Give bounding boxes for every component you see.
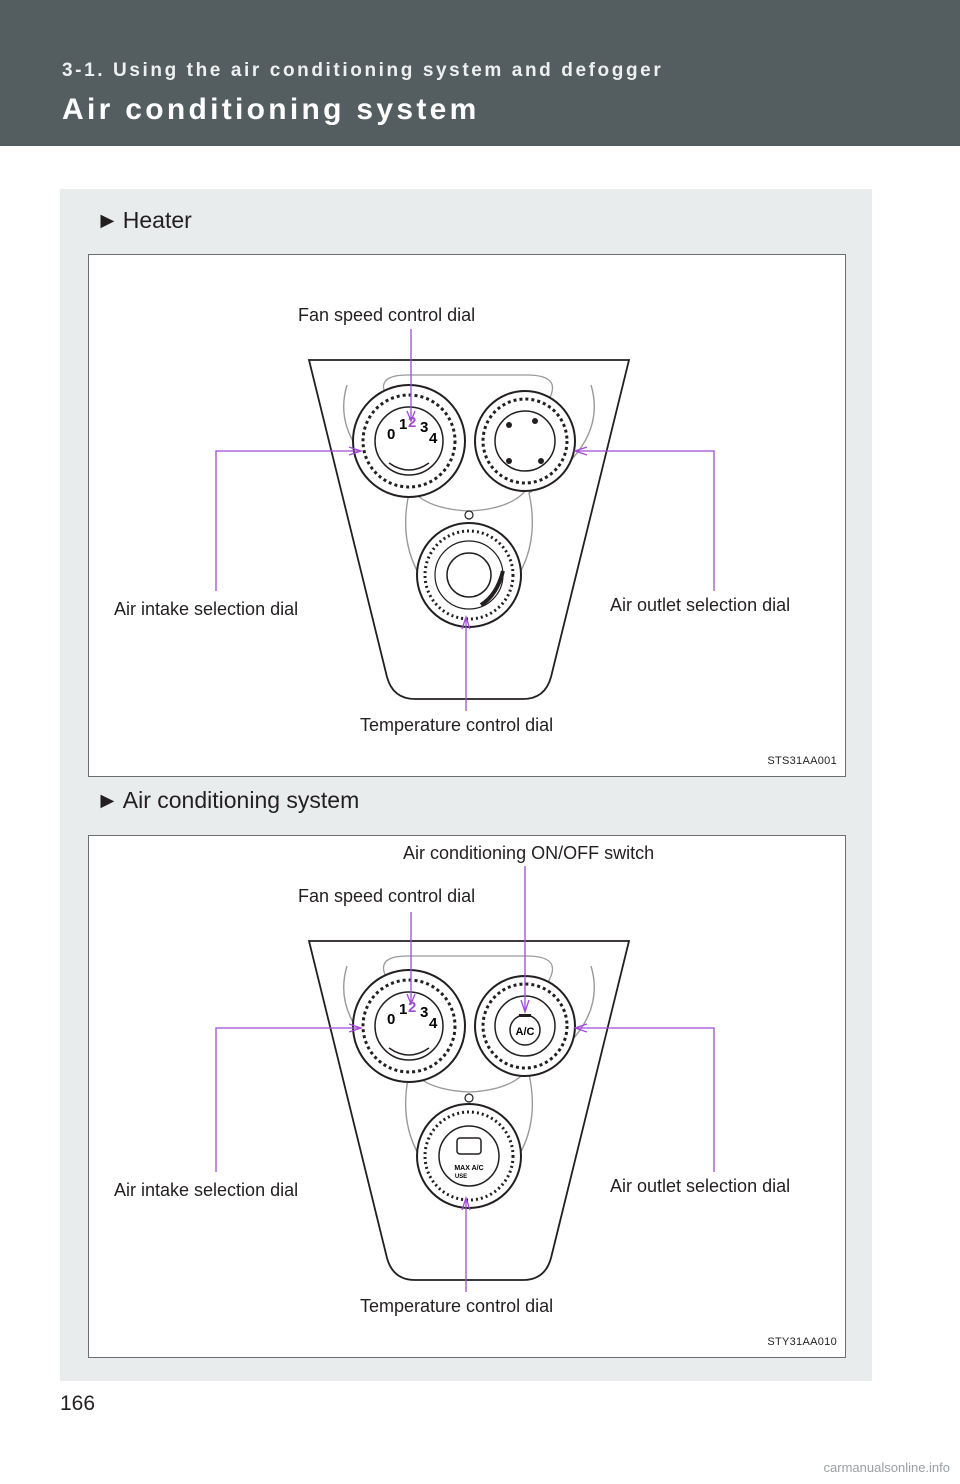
ac-system-heading-text: Air conditioning system xyxy=(122,787,360,813)
temperature-dial-icon xyxy=(416,510,522,628)
fan-speed-callout: Fan speed control dial xyxy=(298,886,476,906)
ac-switch-callout: Air conditioning ON/OFF switch xyxy=(403,843,655,863)
ac-system-figure: 0 1 2 3 4 A/C MAX A/C USE xyxy=(88,835,846,1358)
callout-leader-lines xyxy=(215,866,715,1292)
air-intake-callout: Air intake selection dial xyxy=(114,599,299,619)
air-outlet-callout: Air outlet selection dial xyxy=(610,1176,791,1196)
heater-heading: ►Heater xyxy=(96,207,192,234)
triangle-bullet-icon: ► xyxy=(96,787,119,813)
figure-code: STY31AA010 xyxy=(767,1336,837,1348)
temperature-callout: Temperature control dial xyxy=(360,1296,554,1316)
fan-dial-number-3: 3 xyxy=(420,1004,428,1021)
fan-dial-number-4: 4 xyxy=(429,430,438,447)
figure-code: STS31AA001 xyxy=(767,755,837,767)
fan-dial-number-1: 1 xyxy=(399,1001,407,1018)
page-header: 3-1. Using the air conditioning system a… xyxy=(0,0,960,146)
fan-dial-number-0: 0 xyxy=(387,1011,395,1028)
air-outlet-callout: Air outlet selection dial xyxy=(610,595,791,615)
use-label: USE xyxy=(455,1174,467,1180)
fan-dial-number-2: 2 xyxy=(408,414,416,431)
max-ac-label: MAX A/C xyxy=(454,1165,483,1172)
heater-control-panel-illustration: 0 1 2 3 4 xyxy=(215,329,715,711)
air-outlet-dial-icon xyxy=(474,390,576,492)
fan-speed-callout: Fan speed control dial xyxy=(298,305,476,325)
heater-figure: 0 1 2 3 4 xyxy=(88,254,846,777)
fan-speed-dial-icon: 0 1 2 3 4 xyxy=(352,384,466,498)
watermark: carmanualsonline.info xyxy=(823,1460,950,1475)
ac-system-heading: ►Air conditioning system xyxy=(96,787,359,814)
fan-dial-number-4: 4 xyxy=(429,1015,438,1032)
air-intake-callout: Air intake selection dial xyxy=(114,1180,299,1200)
fan-speed-dial-icon: 0 1 2 3 4 xyxy=(352,969,466,1083)
heater-heading-text: Heater xyxy=(122,207,192,233)
callout-leader-lines xyxy=(215,329,715,711)
page-title: Air conditioning system xyxy=(62,93,480,126)
fan-dial-number-0: 0 xyxy=(387,426,395,443)
temperature-dial-icon: MAX A/C USE xyxy=(416,1093,522,1209)
rear-defogger-icon xyxy=(456,1137,482,1155)
air-outlet-dial-icon: A/C xyxy=(474,975,576,1077)
fan-dial-number-2: 2 xyxy=(408,999,416,1016)
fan-dial-number-3: 3 xyxy=(420,419,428,436)
fan-dial-number-1: 1 xyxy=(399,416,407,433)
ac-control-panel-illustration: 0 1 2 3 4 A/C MAX A/C USE xyxy=(215,866,715,1292)
temperature-callout: Temperature control dial xyxy=(360,715,554,735)
section-subtitle: 3-1. Using the air conditioning system a… xyxy=(62,60,664,81)
ac-button-label: A/C xyxy=(516,1026,535,1038)
page-number: 166 xyxy=(60,1392,96,1415)
triangle-bullet-icon: ► xyxy=(96,207,119,233)
